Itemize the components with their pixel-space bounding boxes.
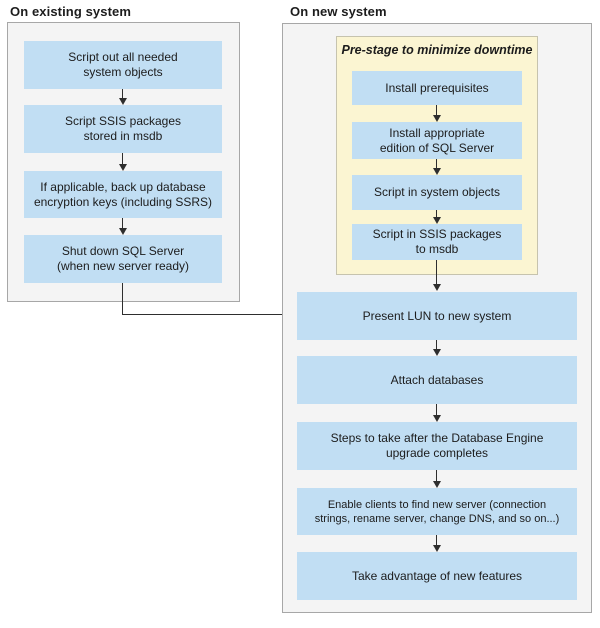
step-install-prerequisites: Install prerequisites [352,71,522,105]
step-attach-databases: Attach databases [297,356,577,404]
arrow-down-icon [118,218,127,235]
step-enable-clients: Enable clients to find new server (conne… [297,488,577,535]
connector-horizontal-line [122,314,289,316]
arrow-down-icon [432,340,441,356]
step-post-upgrade-steps: Steps to take after the Database Engine … [297,422,577,470]
step-shut-down-sql-server: Shut down SQL Server (when new server re… [24,235,222,283]
arrow-down-icon [432,260,441,291]
arrow-down-icon [432,210,441,224]
arrow-down-icon [432,535,441,552]
step-backup-encryption-keys: If applicable, back up database encrypti… [24,171,222,218]
arrow-down-icon [432,470,441,488]
step-script-ssis-packages: Script SSIS packages stored in msdb [24,105,222,153]
step-script-in-ssis-packages: Script in SSIS packages to msdb [352,224,522,260]
prestage-group-title: Pre-stage to minimize downtime [341,43,533,57]
arrow-down-icon [432,404,441,422]
new-system-title: On new system [290,4,387,19]
step-take-advantage-new-features: Take advantage of new features [297,552,577,600]
step-present-lun: Present LUN to new system [297,292,577,340]
step-install-sql-server-edition: Install appropriate edition of SQL Serve… [352,122,522,159]
connector-vertical-line [122,283,124,315]
step-script-in-system-objects: Script in system objects [352,175,522,210]
arrow-down-icon [432,159,441,175]
arrow-down-icon [432,105,441,122]
arrow-down-icon [118,89,127,105]
arrow-down-icon [118,153,127,171]
existing-system-title: On existing system [10,4,132,19]
step-script-out-system-objects: Script out all needed system objects [24,41,222,89]
